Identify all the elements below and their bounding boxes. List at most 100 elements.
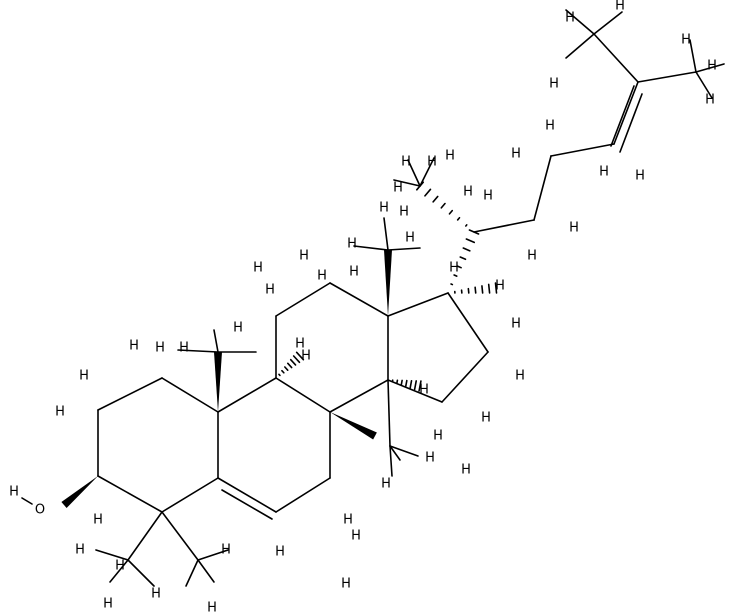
hashed-bond — [456, 265, 462, 269]
hashed-bond — [432, 195, 439, 203]
wedge-bond — [384, 250, 392, 316]
hydrogen-atom: H — [381, 477, 391, 492]
hydrogen-atom: H — [445, 149, 455, 164]
hydrogen-atom: H — [301, 349, 311, 364]
hydrogen-atom: H — [425, 451, 435, 466]
bond-23 — [593, 33, 639, 83]
wedge-bond — [214, 352, 222, 412]
wedge-bond — [61, 476, 98, 509]
hydrogen-atom: H — [207, 601, 217, 615]
hydrogen-atom: H — [681, 33, 691, 48]
bond-31 — [619, 93, 643, 153]
hydrogen-atom: H — [405, 231, 415, 246]
bond-37 — [383, 217, 389, 251]
hydrogen-atom: H — [599, 165, 609, 180]
hydrogen-atom: H — [569, 221, 579, 236]
oxygen-atom: O — [35, 503, 45, 518]
hydrogen-atom: H — [515, 369, 525, 384]
bond-28 — [217, 477, 277, 513]
bond-29 — [221, 489, 273, 520]
bond-30 — [610, 85, 635, 147]
bond-46 — [127, 559, 155, 587]
bond-32 — [177, 349, 219, 353]
bond-26 — [161, 511, 199, 561]
hydrogen-atom: H — [265, 283, 275, 298]
bond-52 — [593, 11, 623, 35]
hashed-bond — [481, 285, 484, 294]
hashed-bond — [292, 355, 301, 364]
bond-55 — [695, 71, 713, 99]
hashed-bond — [286, 362, 293, 369]
hashed-bond — [424, 188, 432, 197]
hydrogen-atom: H — [419, 383, 429, 398]
bond-9 — [217, 377, 277, 413]
bond-19 — [473, 219, 535, 233]
hydrogen-atom: H — [433, 429, 443, 444]
bond-2 — [97, 475, 163, 513]
hashed-bond — [396, 379, 399, 384]
bond-51 — [565, 33, 595, 59]
hydrogen-atom: H — [511, 147, 521, 162]
hashed-bond — [474, 286, 477, 294]
hydrogen-atom: H — [341, 577, 351, 592]
hydrogen-atom: H — [511, 317, 521, 332]
bond-8 — [275, 377, 331, 413]
hashed-bond — [400, 379, 403, 386]
bond-40 — [419, 157, 435, 187]
hashed-bond — [409, 379, 413, 389]
bond-3 — [161, 477, 219, 513]
hydrogen-atom: H — [401, 155, 411, 170]
hashed-bond — [448, 209, 454, 215]
bond-41 — [389, 445, 401, 461]
hydrogen-atom: H — [635, 169, 645, 184]
hydrogen-atom: H — [233, 321, 243, 336]
hydrogen-atom: H — [545, 119, 555, 134]
hashed-bond — [289, 358, 297, 366]
hydrogen-atom: H — [349, 265, 359, 280]
hashed-bond — [465, 238, 476, 244]
bond-54 — [695, 63, 725, 73]
hydrogen-atom: H — [379, 201, 389, 216]
hashed-bond — [468, 229, 480, 235]
hashed-bond — [404, 379, 408, 388]
hashed-bond — [295, 351, 305, 361]
hydrogen-atom: H — [79, 369, 89, 384]
hydrogen-atom: H — [299, 249, 309, 264]
hashed-bond — [459, 256, 467, 261]
bond-39 — [393, 179, 421, 187]
hydrogen-atom: H — [615, 0, 625, 14]
hashed-bond — [413, 380, 418, 391]
hydrogen-atom: H — [115, 559, 125, 574]
hydrogen-atom: H — [565, 11, 575, 26]
hydroxyl-hydrogen: H — [9, 485, 19, 500]
bond-24 — [637, 71, 697, 83]
bond-45 — [95, 549, 129, 561]
hashed-bond — [462, 247, 471, 252]
hashed-bond — [450, 283, 454, 286]
bond-38 — [407, 159, 421, 187]
hydrogen-atom: H — [55, 405, 65, 420]
bond-53 — [689, 39, 697, 73]
hashed-bond — [487, 283, 491, 294]
bond-18 — [387, 292, 449, 317]
bond-49 — [185, 559, 199, 587]
bond-12 — [329, 282, 389, 317]
hashed-bond — [278, 373, 281, 377]
hydrogen-atom: H — [155, 341, 165, 356]
bond-0 — [97, 377, 163, 411]
bond-56 — [21, 497, 33, 505]
bond-44 — [109, 559, 129, 583]
hashed-bond — [456, 216, 461, 221]
hydrogen-atom: H — [495, 279, 505, 294]
hydrogen-atom: H — [449, 261, 459, 276]
bond-48 — [197, 549, 229, 561]
hydrogen-atom: H — [275, 545, 285, 560]
hydrogen-atom: H — [483, 189, 493, 204]
hydrogen-atom: H — [527, 249, 537, 264]
hashed-bond — [465, 224, 468, 227]
hydrogen-atom: H — [129, 339, 139, 354]
bond-25 — [127, 511, 163, 561]
hydrogen-atom: H — [399, 205, 409, 220]
